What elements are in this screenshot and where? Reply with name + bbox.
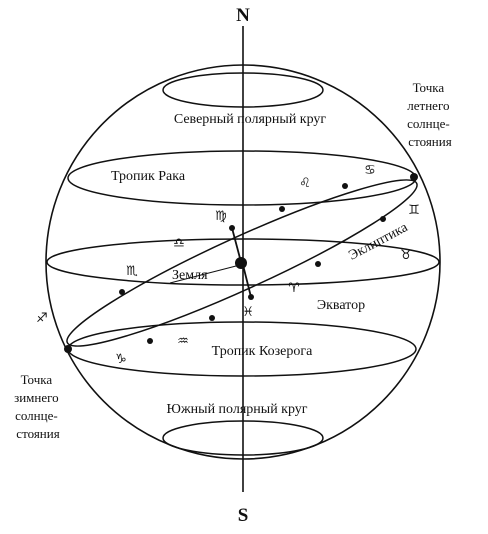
earth-dot bbox=[235, 257, 247, 269]
zodiac-aries-symbol: ♈ bbox=[288, 281, 300, 296]
zodiac-capricorn-symbol: ♑ bbox=[115, 352, 127, 367]
winter-solstice-line-2: зимнего bbox=[14, 390, 59, 405]
zodiac-leo-symbol: ♌ bbox=[299, 176, 311, 191]
zodiac-aquarius-symbol: ♒ bbox=[177, 334, 189, 349]
winter-solstice-line-4: стояния bbox=[16, 426, 59, 441]
summer-solstice-line-2: летнего bbox=[407, 98, 449, 113]
zodiac-libra-symbol: ♎ bbox=[173, 236, 185, 251]
zodiac-gemini-symbol: ♊ bbox=[408, 203, 420, 218]
summer-solstice-label: Точка летнего солнце- стояния bbox=[407, 80, 453, 149]
zodiac-sagittarius-symbol: ♐ bbox=[36, 311, 48, 326]
zodiac-cancer-symbol: ♋ bbox=[364, 163, 376, 178]
ecliptic-circle bbox=[66, 179, 418, 347]
antarctic-circle-label: Южный полярный круг bbox=[166, 402, 307, 417]
winter-solstice-point bbox=[64, 345, 72, 353]
south-pole-label: S bbox=[238, 505, 249, 526]
antarctic-circle bbox=[162, 420, 324, 456]
earth-to-pisces-line bbox=[242, 264, 252, 298]
ecliptic-point-virgo bbox=[229, 225, 235, 231]
tropic-of-cancer-label: Тропик Рака bbox=[111, 169, 186, 184]
winter-solstice-label: Точка зимнего солнце- стояния bbox=[14, 372, 62, 441]
zodiac-scorpio-symbol: ♏ bbox=[126, 264, 138, 279]
arctic-circle-label: Северный полярный круг bbox=[174, 112, 327, 127]
north-pole-label: N bbox=[236, 5, 250, 26]
ecliptic-point-aquarius bbox=[209, 315, 215, 321]
summer-solstice-line-3: солнце- bbox=[407, 116, 450, 131]
earth-label: Земля bbox=[172, 268, 208, 283]
earth-to-virgo-line bbox=[231, 227, 242, 263]
tropic-of-capricorn-label: Тропик Козерога bbox=[212, 344, 313, 359]
ecliptic-point-aries bbox=[315, 261, 321, 267]
celestial-equator bbox=[46, 238, 440, 286]
earth-label-leader bbox=[169, 265, 237, 284]
summer-solstice-point bbox=[410, 173, 418, 181]
zodiac-taurus-symbol: ♉ bbox=[400, 248, 412, 263]
winter-solstice-line-1: Точка bbox=[21, 372, 53, 387]
summer-solstice-line-4: стояния bbox=[408, 134, 451, 149]
ecliptic-point-leo bbox=[279, 206, 285, 212]
ecliptic-point-gemini bbox=[380, 216, 386, 222]
zodiac-virgo-symbol: ♍ bbox=[215, 209, 227, 224]
ecliptic-point-pisces bbox=[248, 294, 254, 300]
ecliptic-point-capricorn bbox=[147, 338, 153, 344]
equator-label: Экватор bbox=[317, 298, 365, 313]
ecliptic-point-cancer bbox=[342, 183, 348, 189]
zodiac-pisces-symbol: ♓ bbox=[242, 305, 254, 320]
winter-solstice-line-3: солнце- bbox=[15, 408, 58, 423]
arctic-circle bbox=[162, 72, 324, 108]
ecliptic-point-scorpio bbox=[119, 289, 125, 295]
summer-solstice-line-1: Точка bbox=[413, 80, 445, 95]
